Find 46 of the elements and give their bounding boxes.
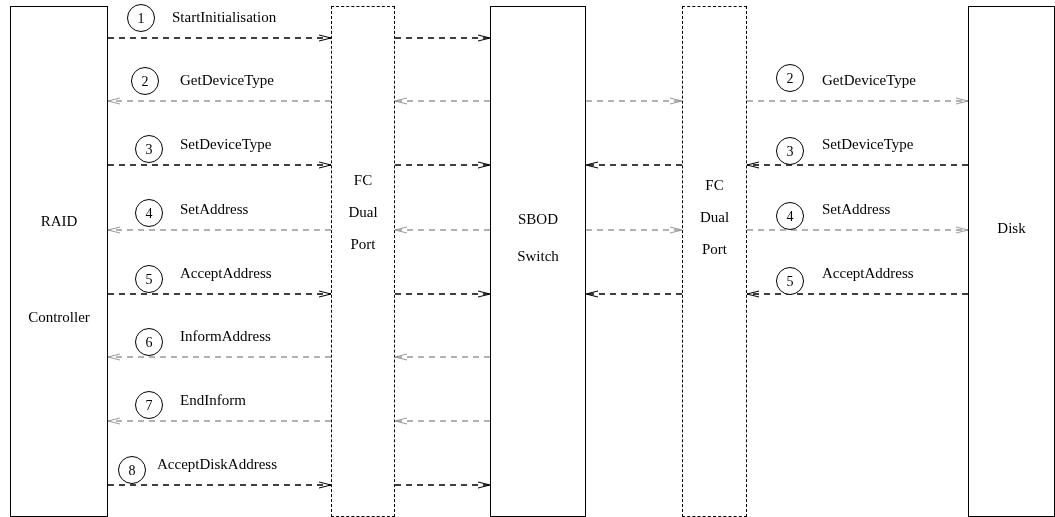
- step-number: 5: [776, 267, 804, 295]
- message-arrow: [585, 226, 683, 234]
- message-arrow: [394, 353, 491, 361]
- lifeline-box: [490, 6, 586, 517]
- node-label: RAID Controller: [27, 212, 91, 327]
- message-arrow: [107, 226, 332, 234]
- step-number: 1: [127, 4, 155, 32]
- step-number: 5: [135, 265, 163, 293]
- message-arrow: [746, 161, 969, 169]
- node-label: SBOD Switch: [516, 210, 560, 266]
- message-arrow: [394, 161, 491, 169]
- node-label: FC Dual Port: [347, 171, 379, 254]
- message-arrow: [394, 34, 491, 42]
- step-number: 2: [776, 64, 804, 92]
- lifeline-box: [10, 6, 108, 517]
- port-column: [682, 6, 747, 517]
- message-arrow: [107, 34, 332, 42]
- message-arrow: [585, 97, 683, 105]
- step-number: 8: [118, 456, 146, 484]
- message-arrow: [394, 290, 491, 298]
- step-number: 3: [135, 135, 163, 163]
- port-column: [331, 6, 395, 517]
- message-arrow: [585, 161, 683, 169]
- message-arrow: [107, 97, 332, 105]
- message-arrow: [746, 290, 969, 298]
- message-arrow: [746, 97, 969, 105]
- message-arrow: [394, 417, 491, 425]
- message-arrow: [394, 226, 491, 234]
- node-label: FC Dual Port: [698, 176, 731, 259]
- message-arrow: [394, 481, 491, 489]
- message-arrow: [107, 353, 332, 361]
- message-arrow: [107, 481, 332, 489]
- lifeline-box: [968, 6, 1055, 517]
- message-arrow: [585, 290, 683, 298]
- message-arrow: [107, 161, 332, 169]
- step-number: 4: [776, 202, 804, 230]
- message-arrow: [107, 417, 332, 425]
- step-number: 2: [131, 67, 159, 95]
- message-arrow: [746, 226, 969, 234]
- message-arrow: [394, 97, 491, 105]
- step-number: 7: [135, 391, 163, 419]
- message-arrow: [107, 290, 332, 298]
- step-number: 4: [135, 199, 163, 227]
- node-label: Disk: [996, 219, 1027, 238]
- step-number: 3: [776, 137, 804, 165]
- step-number: 6: [135, 328, 163, 356]
